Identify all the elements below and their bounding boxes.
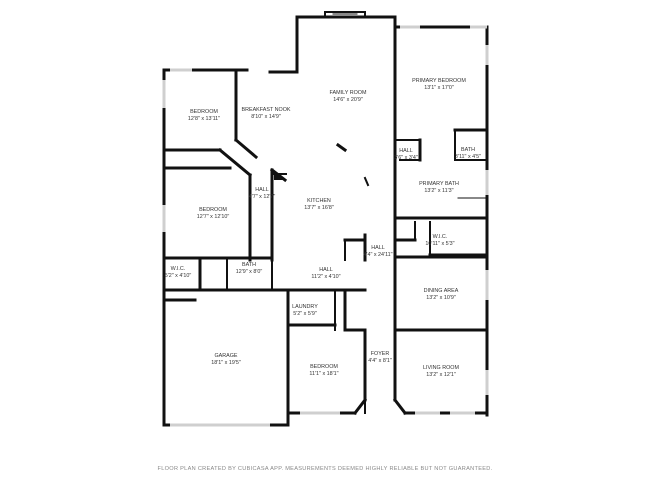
room-size: 3'6" x 3'4" <box>394 154 418 161</box>
room-size: 11'1" x 18'1" <box>309 370 339 377</box>
room-size: 18'1" x 19'5" <box>211 359 241 366</box>
room-label: W.I.C.5'2" x 4'10" <box>165 266 192 279</box>
room-size: 13'2" x 12'1" <box>426 371 456 378</box>
room-name: BATH <box>242 262 256 268</box>
room-name: GARAGE <box>214 353 238 359</box>
room-name: DINING AREA <box>423 288 459 294</box>
room-size: 14'6" x 20'9" <box>333 96 363 103</box>
room-size: 13'1" x 17'0" <box>424 84 454 91</box>
room-size: 3'11" x 4'5" <box>454 153 482 160</box>
room-size: 4'4" x 24'11" <box>363 251 393 258</box>
room-name: LIVING ROOM <box>423 365 459 371</box>
room-name: PRIMARY BEDROOM <box>412 78 466 84</box>
room-name: BEDROOM <box>310 364 338 370</box>
pillar <box>274 172 285 180</box>
room-name: BEDROOM <box>190 109 218 115</box>
room-size: 13'7" x 16'8" <box>304 204 334 211</box>
wall <box>392 397 408 416</box>
wall <box>217 147 253 178</box>
room-name: W.I.C. <box>170 266 186 272</box>
room-name: W.I.C. <box>432 234 448 240</box>
room-size: 8'10" x 14'9" <box>251 113 281 120</box>
room-size: 5'2" x 5'9" <box>293 310 317 317</box>
room-size: 13'2" x 11'3" <box>424 187 454 194</box>
room-name: KITCHEN <box>307 198 331 204</box>
wall <box>233 137 259 160</box>
room-name: PRIMARY BATH <box>419 181 459 187</box>
room-size: 5'2" x 4'10" <box>164 272 192 279</box>
room-size: 4'7" x 12'7" <box>248 193 276 200</box>
room-name: BATH <box>461 147 475 153</box>
room-size: 12'9" x 8'0" <box>235 268 263 275</box>
wall <box>352 397 368 416</box>
room-name: FOYER <box>370 351 390 357</box>
room-name: HALL <box>319 267 333 273</box>
room-name: HALL <box>371 245 385 251</box>
room-size: 13'2" x 10'9" <box>426 294 456 301</box>
room-name: FAMILY ROOM <box>329 90 367 96</box>
room-size: 12'8" x 13'11" <box>187 115 221 122</box>
room-name: HALL <box>399 148 413 154</box>
room-size: 11'2" x 4'10" <box>311 273 341 280</box>
room-size: 10'11" x 5'3" <box>425 240 455 247</box>
footer-disclaimer: FLOOR PLAN CREATED BY CUBICASA APP. MEAS… <box>157 466 493 472</box>
room-label: W.I.C.10'11" x 5'3" <box>425 234 454 247</box>
wall <box>335 142 348 153</box>
room-name: BEDROOM <box>199 207 227 213</box>
room-name: LAUNDRY <box>292 304 318 310</box>
room-name: BREAKFAST NOOK <box>241 107 291 113</box>
room-name: HALL <box>255 187 269 193</box>
room-size: 4'4" x 8'1" <box>368 357 392 364</box>
wall <box>363 176 370 187</box>
room-size: 12'7" x 12'10" <box>196 213 230 220</box>
